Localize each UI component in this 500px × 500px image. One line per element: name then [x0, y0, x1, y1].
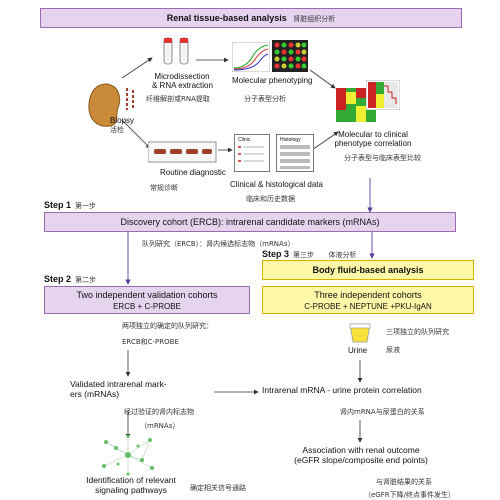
step1-below-cn: 队列研究（ERCB）：肾内候选标志物（mRNAs）	[142, 240, 295, 248]
step2-below-cn2: ERCB和C-PROBE	[122, 338, 179, 346]
histology-doc-title: Histology	[280, 137, 301, 143]
step3-label: Step 3	[262, 249, 290, 259]
renal-tissue-title: Renal tissue-based analysis	[166, 13, 287, 23]
clinical-label: Clinical & histological data	[230, 180, 323, 189]
clinical-label-cn: 临床和历史数据	[246, 195, 295, 203]
micro-label-cn: 纤维解剖或RNA提取	[146, 95, 210, 103]
step2-box-line1: Two independent validation cohorts	[76, 290, 218, 300]
correlation-label-cn: 分子表型与临床表型比较	[344, 154, 421, 162]
routine-label-cn: 常规诊断	[150, 184, 178, 192]
step3-label-cn: 第三步	[293, 251, 315, 259]
line-plot-thumbnail	[231, 41, 271, 77]
validated-label: Validated intrarenal mark- ers (mRNAs)	[70, 379, 167, 399]
urine-correlation-label: Intrarenal mRNA - urine protein correlat…	[262, 385, 422, 395]
step2-label: Step 2	[44, 274, 72, 284]
biopsy-sample-icon	[124, 86, 138, 117]
biopsy-label: Biopsy	[110, 116, 135, 125]
routine-label: Routine diagnostic	[160, 168, 226, 177]
tubes-icon	[160, 36, 196, 73]
step1-box-text: Discovery cohort (ERCB): intrarenal cand…	[120, 217, 380, 227]
validated-label-cn2: （mRNAs）	[140, 422, 180, 430]
kidney-illustration	[86, 82, 122, 133]
urine-label-cn: 尿液	[386, 346, 400, 354]
step3-box: Three independent cohorts C-PROBE + NEPT…	[262, 286, 474, 314]
correlation-label: Molecular to clinical phenotype correlat…	[334, 130, 412, 149]
step3-header-box: Body fluid-based analysis	[262, 260, 474, 280]
step2-box-line2: ERCB + C-PROBE	[113, 302, 181, 311]
identification-label: Identification of relevant signaling pat…	[86, 475, 176, 495]
step3-box-line1: Three independent cohorts	[314, 290, 422, 300]
step3-box-line2: C-PROBE + NEPTUNE +PKU-IgAN	[304, 302, 432, 311]
association-label-cn: 与肾脏结果的关系	[376, 478, 432, 486]
dot-array-thumbnail	[272, 40, 308, 77]
clinic-doc-title: Clinic	[238, 137, 251, 143]
molecular-label: Molecular phenotyping	[232, 76, 313, 85]
step1-label: Step 1	[44, 200, 72, 210]
histology-document: Histology	[276, 134, 314, 172]
step3-side-cn: 体液分析	[328, 251, 357, 259]
step1-label-cn: 第一步	[75, 202, 97, 210]
network-graph-icon	[98, 434, 158, 481]
micro-label: Microdissection & RNA extraction	[152, 72, 213, 91]
heatmap-overlay	[365, 79, 401, 115]
urine-correlation-label-cn: 肾内mRNA与尿蛋白的关系	[340, 408, 425, 416]
urine-cup-icon	[348, 322, 372, 349]
renal-tissue-title-cn: 肾脏组织分析	[293, 15, 336, 23]
step3-header: Body fluid-based analysis	[312, 265, 424, 275]
identification-label-cn: 确定相关信号通路	[190, 484, 246, 492]
association-label-cn2: （eGFR下降/终点事件发生）	[364, 491, 455, 499]
step2-label-cn: 第二步	[75, 276, 97, 284]
clinic-document: Clinic	[234, 134, 270, 172]
molecular-label-cn: 分子表型分析	[244, 95, 286, 103]
step2-box: Two independent validation cohorts ERCB …	[44, 286, 250, 314]
slide-icon	[147, 140, 218, 169]
validated-label-cn1: 经过验证的肾内标志物	[124, 408, 194, 416]
step2-below-cn1: 两项独立的确定的队列研究：	[122, 322, 213, 330]
biopsy-label-cn: 活检	[110, 126, 124, 134]
renal-tissue-header: Renal tissue-based analysis 肾脏组织分析	[40, 8, 462, 28]
step3-right-cn: 三项独立的队列研究	[386, 328, 449, 336]
step1-box: Discovery cohort (ERCB): intrarenal cand…	[44, 212, 456, 232]
urine-label: Urine	[348, 346, 368, 355]
association-label: Association with renal outcome (eGFR slo…	[294, 445, 428, 465]
